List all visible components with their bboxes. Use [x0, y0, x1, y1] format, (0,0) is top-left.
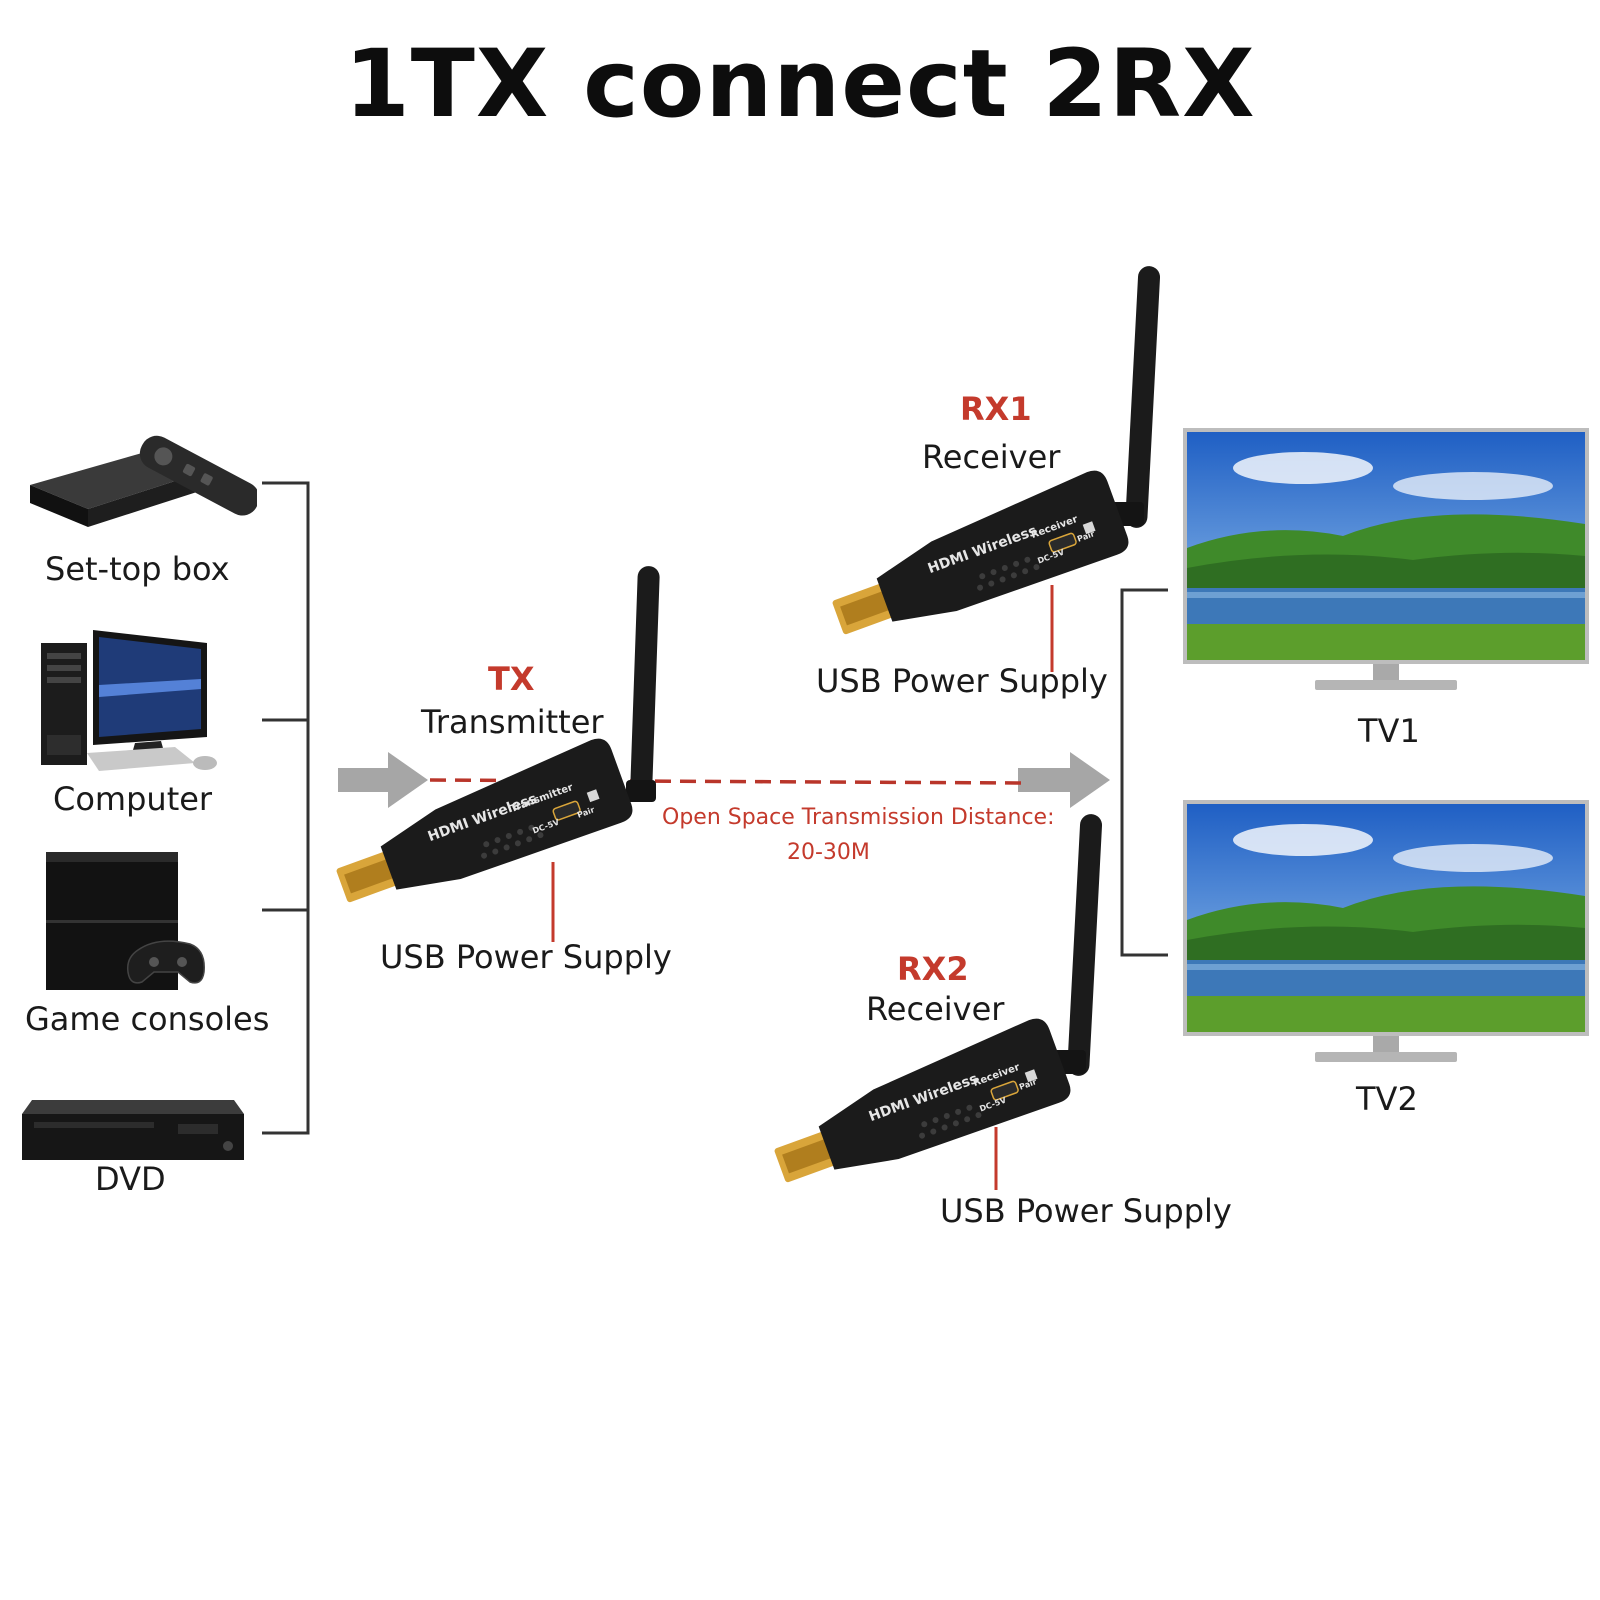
- source-label-set-top-box: Set-top box: [45, 550, 230, 588]
- game-console-icon: [42, 850, 212, 1000]
- receiver-1-device: [832, 262, 1172, 642]
- set-top-box-icon: [22, 425, 257, 535]
- rx1-name-label: Receiver: [922, 438, 1061, 476]
- tx-tag: TX: [488, 660, 535, 698]
- rx2-power-label: USB Power Supply: [940, 1192, 1232, 1230]
- tv1-icon: [1183, 428, 1589, 698]
- receiver-2-device: [774, 810, 1114, 1190]
- distance-note-line1: Open Space Transmission Distance:: [662, 805, 1055, 830]
- source-label-game-consoles: Game consoles: [25, 1000, 270, 1038]
- dvd-player-icon: [18, 1090, 248, 1170]
- source-bracket: [262, 481, 310, 1135]
- tv-bracket: [1120, 588, 1168, 957]
- rx1-power-label: USB Power Supply: [816, 662, 1108, 700]
- input-arrow-icon: [338, 752, 428, 808]
- tv2-label: TV2: [1356, 1080, 1418, 1118]
- source-label-computer: Computer: [53, 780, 213, 818]
- transmitter-device: [336, 560, 676, 920]
- tx-power-label: USB Power Supply: [380, 938, 672, 976]
- rx2-name-label: Receiver: [866, 990, 1005, 1028]
- rx2-tag: RX2: [897, 950, 969, 988]
- page-title: 1TX connect 2RX: [344, 30, 1256, 139]
- tx-name-label: Transmitter: [421, 703, 604, 741]
- source-label-dvd: DVD: [95, 1160, 166, 1198]
- tv1-label: TV1: [1358, 712, 1420, 750]
- output-arrow-icon: [1018, 752, 1110, 808]
- tv2-icon: [1183, 800, 1589, 1070]
- rx1-tag: RX1: [960, 390, 1032, 428]
- computer-icon: [35, 625, 225, 775]
- distance-note-line2: 20-30M: [787, 840, 870, 865]
